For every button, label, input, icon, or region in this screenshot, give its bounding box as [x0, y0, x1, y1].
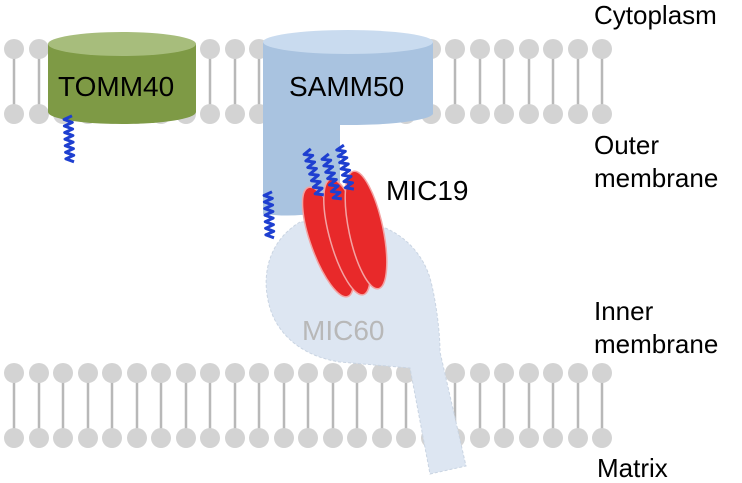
lipid-head	[519, 428, 539, 448]
lipid-head	[200, 104, 220, 124]
lipid-head	[543, 363, 563, 383]
lipid-head	[29, 428, 49, 448]
lipid-head	[372, 363, 392, 383]
lipid-head	[176, 363, 196, 383]
lipid-head	[151, 363, 171, 383]
lipid-head	[543, 104, 563, 124]
inner-membrane-bilayer	[4, 363, 612, 448]
lipid-head	[568, 428, 588, 448]
lipid-head	[543, 428, 563, 448]
lipid-head	[249, 363, 269, 383]
lipid-head	[494, 363, 514, 383]
lipid-head	[519, 104, 539, 124]
lipid-head	[568, 363, 588, 383]
lipid-head	[29, 104, 49, 124]
mic19-anchor-helix-1	[302, 147, 324, 197]
lipid-head	[592, 104, 612, 124]
lipid-head	[298, 428, 318, 448]
lipid-head	[200, 363, 220, 383]
lipid-head	[494, 39, 514, 59]
lipid-head	[470, 104, 490, 124]
lipid-head	[470, 39, 490, 59]
mic19-helix-3	[344, 170, 388, 290]
lipid-head	[470, 363, 490, 383]
outer-membrane-label-line2: membrane	[594, 163, 718, 193]
lipid-head	[568, 104, 588, 124]
mic19-label: MIC19	[386, 175, 468, 206]
lipid-head	[494, 428, 514, 448]
lipid-head	[298, 363, 318, 383]
lipid-head	[323, 363, 343, 383]
lipid-head	[102, 428, 122, 448]
lipid-head	[29, 363, 49, 383]
samm50-top	[263, 30, 433, 54]
lipid-head	[225, 363, 245, 383]
lipid-head	[151, 428, 171, 448]
lipid-head	[592, 428, 612, 448]
lipid-head	[323, 428, 343, 448]
lipid-head	[445, 363, 465, 383]
lipid-head	[4, 104, 24, 124]
samm50-label: SAMM50	[289, 71, 404, 102]
lipid-head	[127, 428, 147, 448]
lipid-head	[347, 363, 367, 383]
lipid-head	[4, 428, 24, 448]
mic19-anchor-helix-3	[335, 143, 355, 191]
samm50-protein: SAMM50	[263, 30, 433, 216]
lipid-head	[102, 363, 122, 383]
lipid-head	[592, 363, 612, 383]
lipid-head	[274, 428, 294, 448]
lipid-head	[53, 363, 73, 383]
lipid-head	[494, 104, 514, 124]
lipid-head	[53, 428, 73, 448]
lipid-head	[519, 39, 539, 59]
mic60-label: MIC60	[302, 315, 384, 346]
region-labels: Cytoplasm Outer membrane Inner membrane …	[594, 0, 718, 483]
mic60-body	[265, 219, 467, 475]
lipid-head	[543, 39, 563, 59]
lipid-head	[78, 363, 98, 383]
cytoplasm-label: Cytoplasm	[594, 0, 717, 30]
lipid-head	[347, 428, 367, 448]
lipid-head	[4, 363, 24, 383]
tomm40-body	[48, 44, 196, 124]
inner-membrane-label-line2: membrane	[594, 329, 718, 359]
lipid-head	[29, 39, 49, 59]
samm50-anchor-helix	[262, 190, 276, 240]
tomm40-label: TOMM40	[58, 71, 174, 102]
lipid-head	[592, 39, 612, 59]
mic19-protein: MIC19	[301, 170, 468, 298]
lipid-head	[225, 428, 245, 448]
lipid-head	[470, 428, 490, 448]
lipid-head	[396, 428, 416, 448]
lipid-head	[249, 428, 269, 448]
samm50-body	[263, 42, 433, 216]
lipid-head	[225, 39, 245, 59]
lipid-head	[274, 363, 294, 383]
lipid-head	[4, 39, 24, 59]
inner-membrane-label-line1: Inner	[594, 296, 654, 326]
tomm40-protein: TOMM40	[48, 32, 196, 124]
outer-membrane-label-line1: Outer	[594, 130, 659, 160]
membrane-anchors	[62, 114, 355, 240]
lipid-head	[176, 428, 196, 448]
lipid-head	[200, 428, 220, 448]
tomm40-anchor-helix	[62, 114, 76, 164]
matrix-label: Matrix	[597, 453, 668, 483]
tomm40-top	[48, 32, 196, 56]
lipid-head	[200, 39, 220, 59]
lipid-head	[519, 363, 539, 383]
lipid-head	[568, 39, 588, 59]
lipid-head	[445, 39, 465, 59]
lipid-head	[78, 428, 98, 448]
lipid-head	[372, 428, 392, 448]
lipid-head	[445, 104, 465, 124]
mic19-anchor-helix-2	[320, 152, 342, 201]
lipid-head	[127, 363, 147, 383]
lipid-head	[225, 104, 245, 124]
mic60-protein: MIC60	[265, 219, 467, 475]
